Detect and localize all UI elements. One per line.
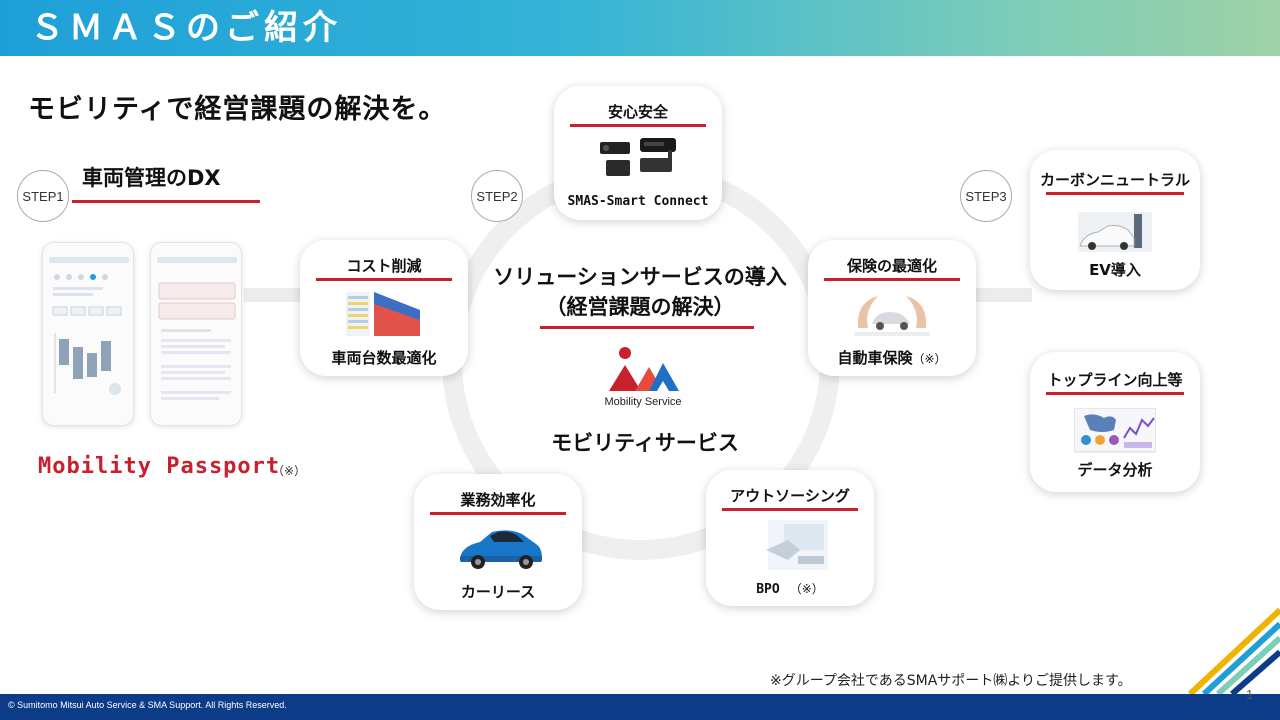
center-heading-line2: （経営課題の解決）: [545, 295, 735, 319]
step3-badge: STEP3: [960, 170, 1012, 222]
connector-right: [970, 288, 1032, 302]
card-anshin-underline: [570, 124, 706, 127]
card-gyomu-label: カーリース: [460, 583, 536, 601]
card-hoken-note: （※）: [912, 352, 947, 366]
card-cost-title: コスト削減: [346, 257, 422, 275]
mobility-service-logo-icon: [609, 347, 679, 391]
decorative-stripes-graphic: [1187, 607, 1280, 694]
card-anshin-label: SMAS-Smart Connect: [567, 194, 709, 209]
mobility-passport-link[interactable]: Mobility Passport: [38, 454, 281, 479]
card-insurance-optimization[interactable]: 保険の最適化 自動車保険（※）: [808, 240, 976, 376]
card-carbon-label: EV導入: [1089, 261, 1141, 279]
laptop-work-icon: [766, 520, 828, 570]
footnote: ※グループ会社であるSMAサポート㈱よりご提供します。: [770, 673, 1132, 689]
header-bar: ＳＭＡＳのご紹介: [0, 0, 1280, 56]
step1-title: 車両管理のDX: [82, 166, 221, 190]
center-heading-line1: ソリューションサービスの導入: [493, 265, 787, 289]
data-analysis-dashboard-icon: [1074, 408, 1156, 453]
card-carbon-underline: [1046, 192, 1184, 195]
card-gyomu-title: 業務効率化: [460, 491, 536, 509]
phone-mockup-2: [150, 242, 242, 426]
ev-charging-icon: [1078, 212, 1152, 252]
card-topline-label: データ分析: [1077, 461, 1153, 479]
card-cost-label: 車両台数最適化: [331, 349, 437, 367]
card-cost-underline: [316, 278, 452, 281]
mobility-service-logo-text: Mobility Service: [604, 396, 682, 408]
card-topline-underline: [1046, 392, 1184, 395]
card-outsourcing-underline: [722, 508, 858, 511]
phone-screen-graphic: [49, 257, 129, 395]
mobility-passport-note: （※）: [272, 464, 307, 478]
card-hoken-label-text: 自動車保険: [837, 349, 913, 367]
step1-badge: STEP1: [17, 170, 69, 222]
footer-bar: © Sumitomo Mitsui Auto Service & SMA Sup…: [0, 694, 1280, 720]
connector-left: [244, 288, 304, 302]
card-topline-title: トップライン向上等: [1047, 371, 1183, 389]
card-outsourcing-title: アウトソーシング: [730, 487, 850, 505]
card-business-efficiency[interactable]: 業務効率化 カーリース: [414, 474, 582, 610]
card-hoken-label: 自動車保険（※）: [808, 348, 976, 369]
card-carbon-title: カーボンニュートラル: [1039, 171, 1190, 189]
lease-car-icon: [460, 530, 542, 569]
card-cost-reduction[interactable]: コスト削減 車両台数最適化: [300, 240, 468, 376]
card-outsourcing-note: （※）: [789, 582, 824, 596]
center-heading: ソリューションサービスの導入 （経営課題の解決）: [470, 262, 810, 322]
card-hoken-title: 保険の最適化: [846, 257, 937, 275]
phone-mockup-1: [42, 242, 134, 426]
car-insurance-hands-icon: [854, 296, 930, 336]
center-subtitle: モビリティサービス: [551, 431, 739, 455]
step2-badge: STEP2: [471, 170, 523, 222]
page-title: ＳＭＡＳのご紹介: [30, 8, 342, 48]
card-anshin-title: 安心安全: [607, 103, 668, 121]
card-gyomu-underline: [430, 512, 566, 515]
card-topline-growth[interactable]: トップライン向上等 データ分析: [1030, 352, 1200, 492]
phone-screen-graphic-2: [157, 257, 237, 400]
dashcam-device-icon: [600, 138, 676, 176]
card-hoken-underline: [824, 278, 960, 281]
card-outsourcing[interactable]: アウトソーシング BPO （※）: [706, 470, 874, 606]
card-anshin-anzen[interactable]: 安心安全 SMAS-Smart Connect: [554, 86, 722, 220]
page-number: 1: [1246, 687, 1254, 702]
cost-chart-icon: [346, 292, 420, 336]
step1-underline: [72, 200, 260, 203]
card-outsourcing-label: BPO （※）: [706, 578, 874, 600]
center-underline: [540, 326, 754, 329]
headline: モビリティで経営課題の解決を。: [28, 94, 447, 125]
card-carbon-neutral[interactable]: カーボンニュートラル EV導入: [1030, 150, 1200, 290]
copyright-text: © Sumitomo Mitsui Auto Service & SMA Sup…: [8, 700, 287, 710]
card-outsourcing-label-text: BPO: [756, 582, 780, 597]
